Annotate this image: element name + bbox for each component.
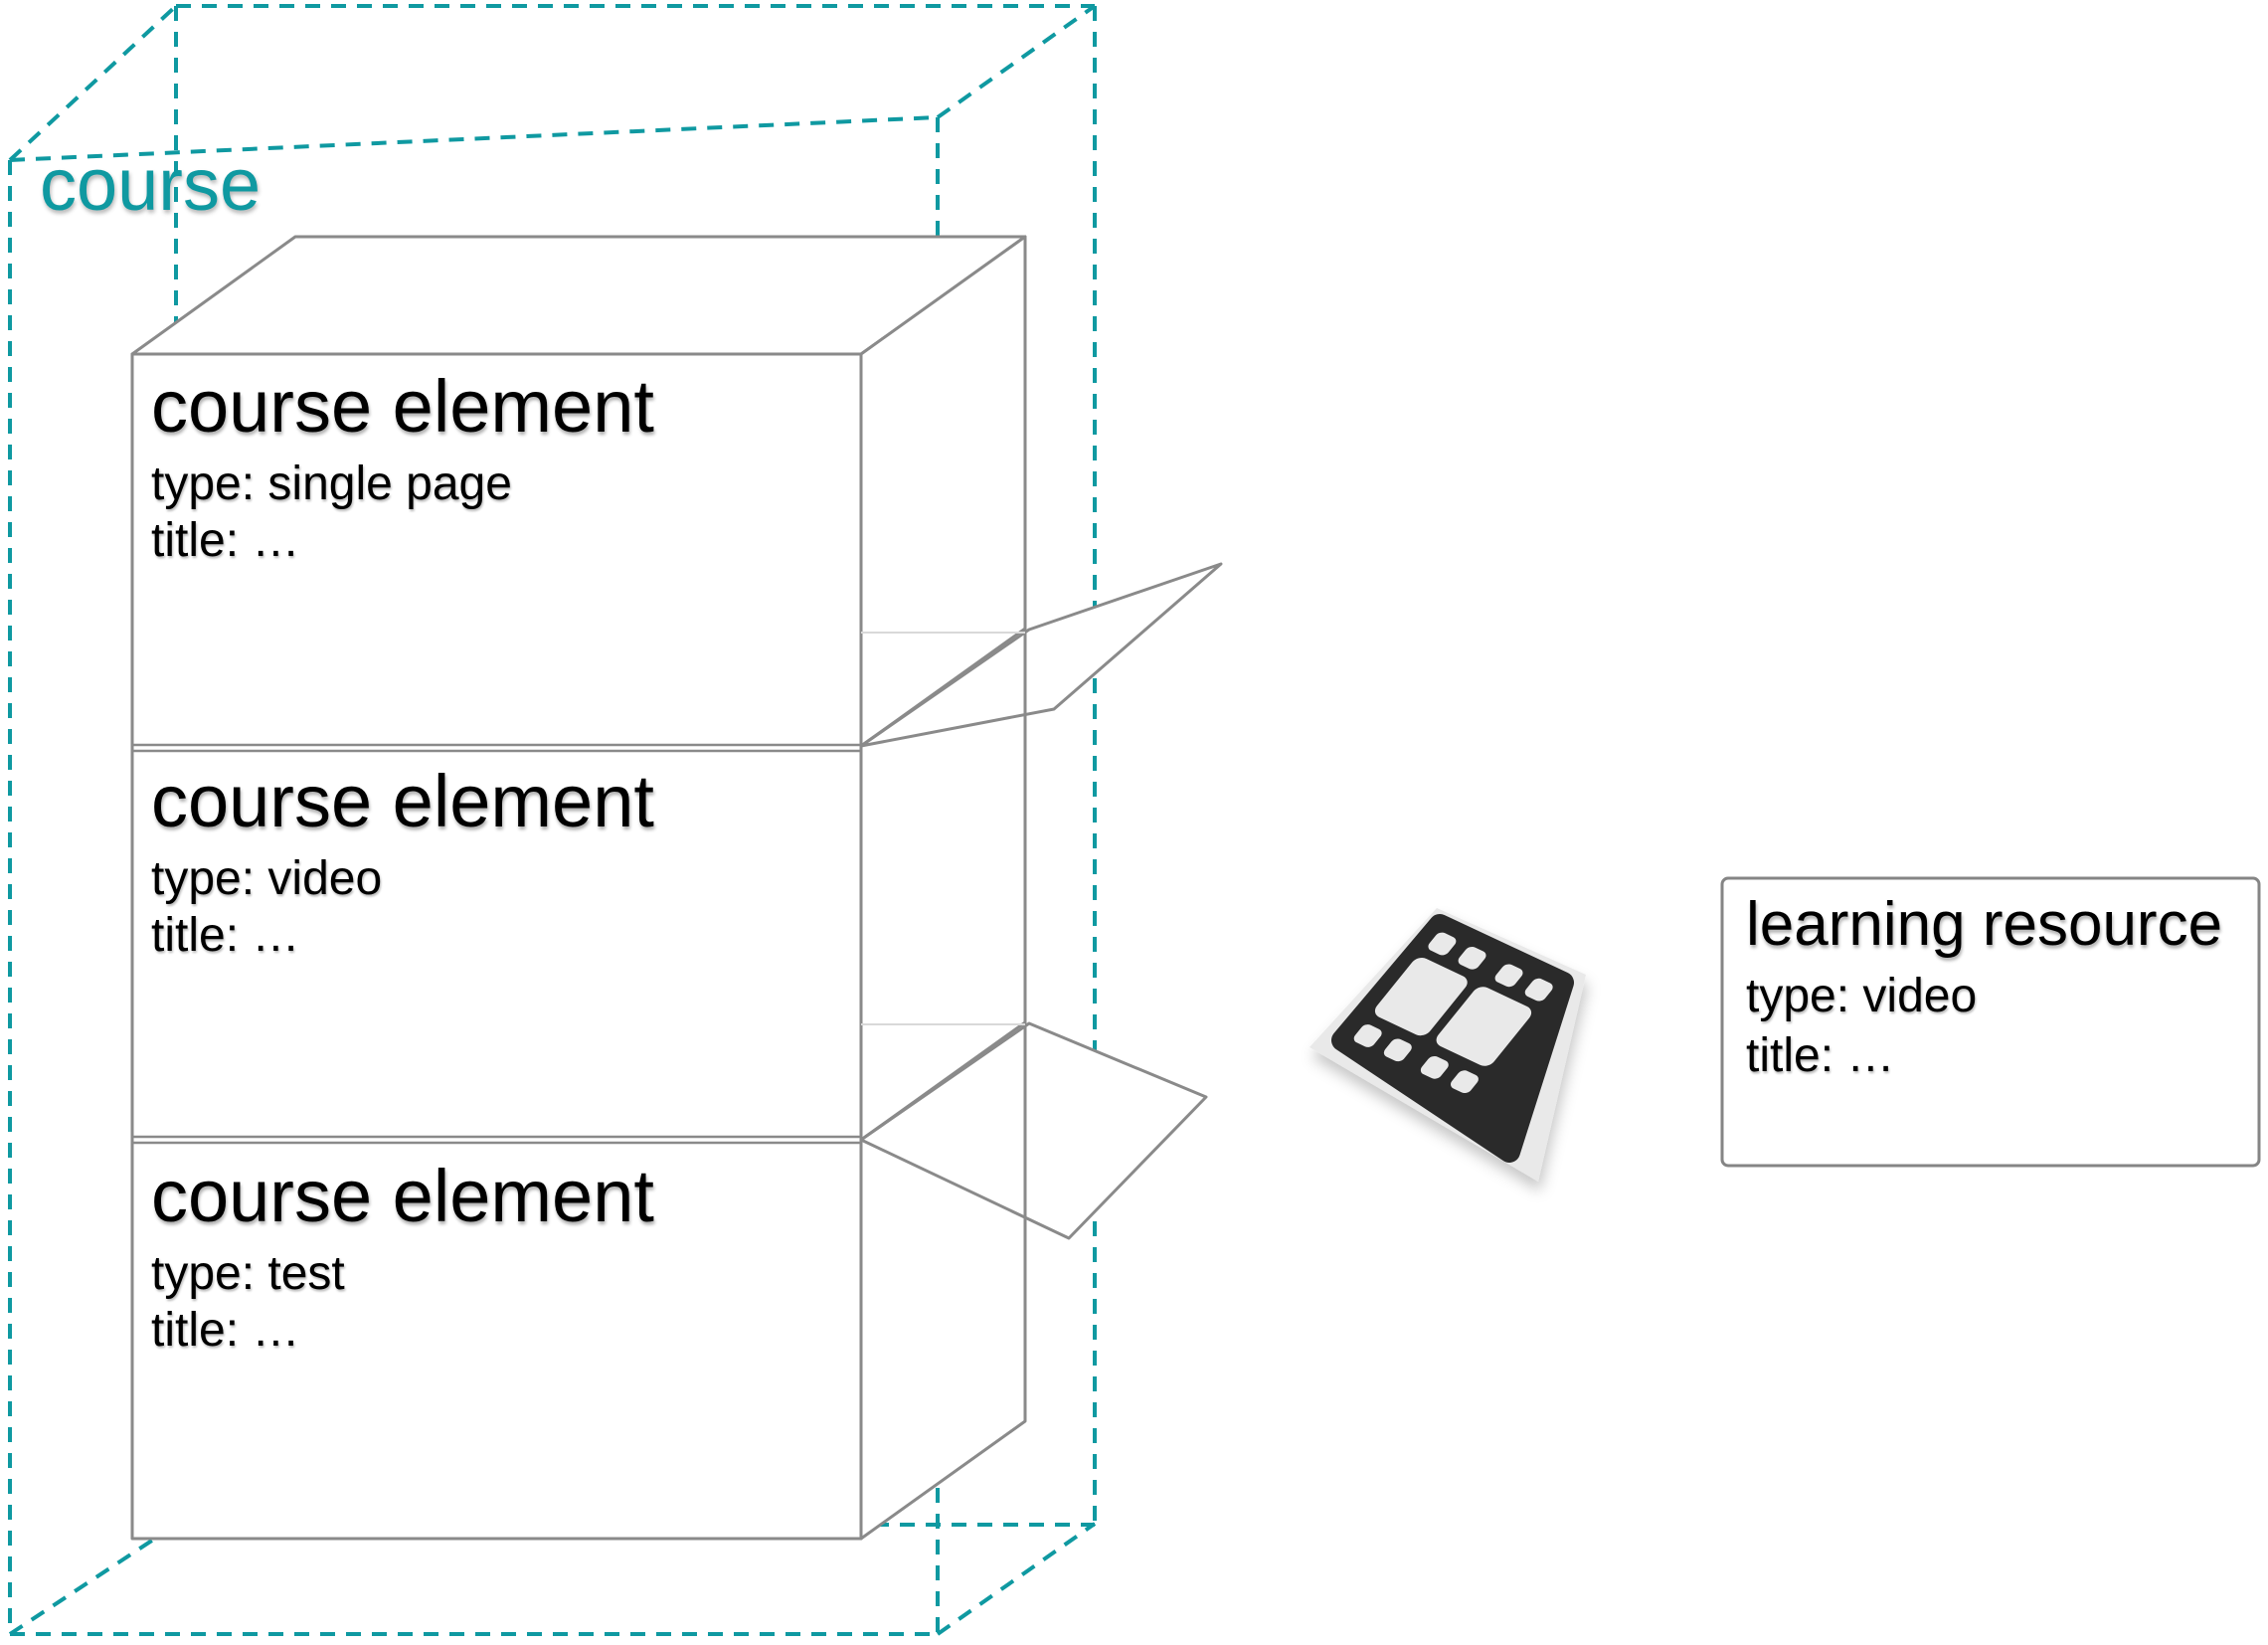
course-element-1-title: title: … [151,514,300,567]
course-element-stack [130,235,1027,1541]
course-label: course [40,143,262,226]
page-sheet-top [859,562,1223,748]
course-element-3-heading: course element [151,1155,654,1237]
course-element-2-heading: course element [151,760,654,842]
course-box-connector-bottom-right [936,1522,1097,1636]
film-strip-icon [1309,908,1586,1182]
stack-front-face [130,352,863,1541]
course-element-1-type: type: single page [151,457,512,510]
page-sheets [859,562,1223,1240]
course-element-2-type: type: video [151,852,383,905]
stack-side-face [859,235,1027,1541]
course-box-connector-top-right [936,4,1097,119]
stack-side-divider-1 [860,627,1026,748]
course-element-3: course element type: test title: … [151,1156,847,1359]
stack-side-divider-2 [860,1020,1026,1142]
learning-resource: learning resource type: video title: … [1746,889,2243,1086]
stack-faint-side-lines [861,632,1025,1025]
course-element-1-heading: course element [151,365,654,448]
learning-resource-box [1720,876,2261,1168]
stack-edge-overlays [860,237,1027,1421]
learning-resource-type: type: video [1746,970,1978,1022]
course-element-1: course element type: single page title: … [151,366,847,569]
course-element-3-title: title: … [151,1304,300,1357]
learning-resource-title: title: … [1746,1029,1895,1082]
film-icon-holes [1353,932,1553,1093]
course-box-connector-top-left [8,4,178,162]
learning-resource-heading: learning resource [1746,890,2223,959]
course-element-3-type: type: test [151,1247,345,1300]
course-element-2: course element type: video title: … [151,761,847,964]
course-element-2-title: title: … [151,909,300,962]
page-sheet-bottom [859,1021,1208,1240]
course-box-connector-bottom-left [8,1523,178,1636]
